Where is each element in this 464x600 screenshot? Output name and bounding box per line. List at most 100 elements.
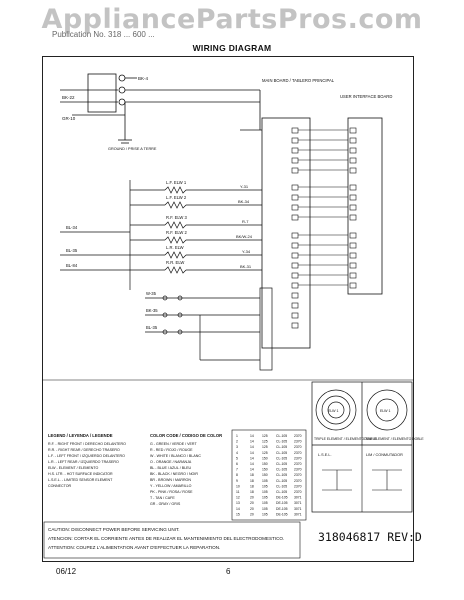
color-code-item: W - WHITE / BLANCO / BLANC: [150, 454, 201, 458]
table-cell: CL-105: [276, 479, 287, 483]
table-cell: 6: [236, 462, 238, 466]
color-code-item: G - GREEN / VERDE / VERT: [150, 442, 197, 446]
page-caption: Publication No. 318 ... 600 ...: [52, 30, 155, 39]
main-board-pins: [291, 127, 299, 329]
element-wire-y31: Y-31: [240, 184, 249, 189]
table-cell: 2: [236, 440, 238, 444]
table-cell: 4: [236, 451, 238, 455]
legend-title: LEGEND / LEYENDA / LEGENDE: [48, 433, 113, 438]
legend-item: CONNECTOR: [48, 484, 71, 488]
element-label-rr-elw: R.R. ELW: [166, 260, 184, 265]
table-cell: 20: [250, 496, 254, 500]
legend-item: R.F. - RIGHT FRONT / DERECHO DELANTERO: [48, 442, 126, 446]
legend-item: L.R. - LEFT REAR / IZQUIERDO TRASERO: [48, 460, 119, 464]
caution-box: [43, 521, 301, 559]
lim-label: LIM / CONMUTADOR: [366, 453, 403, 457]
element-label-rf-elw2: R.F. ELW 2: [166, 230, 188, 235]
legend-item: H.S. LTR. - HOT SURFACE INDICATOR: [48, 472, 113, 476]
color-code-item: GR - GRAY / GRIS: [150, 502, 181, 506]
wire-table-border: [231, 429, 307, 521]
table-cell: 2370: [294, 445, 302, 449]
table-cell: DE-105: [276, 512, 288, 516]
element-label-lr-elw: L.R. ELW: [166, 245, 184, 250]
table-cell: 2370: [294, 434, 302, 438]
table-cell: 150: [262, 473, 268, 477]
table-cell: 2370: [294, 490, 302, 494]
table-cell: 105: [262, 479, 268, 483]
power-supply-plug: [60, 73, 260, 144]
element-lf-elw1: [130, 186, 262, 194]
color-code-item: BK - BLACK / NEGRO / NOIR: [150, 472, 198, 476]
table-cell: 3071: [294, 512, 302, 516]
element-rr-elw: [130, 266, 262, 274]
table-cell: 14: [236, 507, 240, 511]
dual-element-label: DUAL ELEMENT / ELEMENTO DOBLE: [364, 437, 424, 441]
element-wire-y34: Y-34: [242, 249, 251, 254]
table-cell: 2370: [294, 468, 302, 472]
table-cell: 18: [250, 473, 254, 477]
table-cell: 12: [236, 496, 240, 500]
main-board: [240, 90, 311, 349]
table-cell: CL-105: [276, 490, 287, 494]
table-cell: DE-105: [276, 496, 288, 500]
caution-line-es: ATENCION: CORTAR EL CORRIENTE ANTES DE R…: [48, 536, 284, 541]
table-cell: CL-105: [276, 462, 287, 466]
lsel-label: L.S.E.L.: [318, 453, 332, 457]
table-cell: 15: [236, 512, 240, 516]
element-lf-elw2: [130, 201, 262, 209]
limiter-schematics: [322, 445, 402, 512]
caution-line-en: CAUTION: DISCONNECT POWER BEFORE SERVICI…: [48, 527, 180, 532]
element-wire-bk34: BK-34: [238, 199, 250, 204]
table-cell: CL-105: [276, 473, 287, 477]
table-cell: 5: [236, 456, 238, 460]
element-label-lf-elw2: L.F. ELW 2: [166, 195, 187, 200]
table-cell: 14: [250, 468, 254, 472]
diagram-title: WIRING DIAGRAM: [192, 43, 272, 53]
footer-page-number: 6: [226, 567, 231, 576]
footer-date: 06/12: [56, 567, 77, 576]
table-cell: 20: [250, 507, 254, 511]
table-cell: 14: [250, 462, 254, 466]
table-cell: 14: [250, 456, 254, 460]
table-cell: 3071: [294, 501, 302, 505]
table-cell: 2370: [294, 440, 302, 444]
table-cell: 3071: [294, 496, 302, 500]
table-cell: CL-105: [276, 456, 287, 460]
left-bus-wires: [60, 180, 131, 290]
legend-item: L.S.E.L. - LIMITED SENSOR ELEMENT: [48, 478, 113, 482]
left-wire-bl84: BL-84: [66, 263, 78, 268]
element-wire-r7: R-7: [242, 219, 249, 224]
legend-item: ELW - ELEMENT / ELEMENTO: [48, 466, 99, 470]
supply-label-bk4: BK-4: [138, 76, 149, 81]
color-code-item: PK - PINK / ROSA / ROSE: [150, 490, 193, 494]
table-cell: CL-105: [276, 468, 287, 472]
table-cell: 20: [250, 501, 254, 505]
table-cell: 14: [250, 440, 254, 444]
table-cell: 2370: [294, 456, 302, 460]
lower-switch-w35: W-35: [146, 291, 157, 296]
supply-label-bk22: BK-22: [62, 95, 75, 100]
watermark: AppliancePartsPros.com: [41, 4, 423, 35]
table-cell: 125: [262, 445, 268, 449]
table-cell: 2370: [294, 462, 302, 466]
table-cell: 18: [250, 479, 254, 483]
table-cell: 14: [250, 451, 254, 455]
table-cell: 9: [236, 479, 238, 483]
table-cell: DE-105: [276, 501, 288, 505]
table-cell: 7: [236, 468, 238, 472]
diagram-frame: [42, 56, 414, 562]
table-cell: 20: [250, 512, 254, 516]
main-board-label: MAIN BOARD / TABLERO PRINCIPAL: [262, 78, 335, 83]
table-cell: 105: [262, 512, 268, 516]
table-cell: 3: [236, 445, 238, 449]
left-wire-bl35: BL-35: [66, 248, 78, 253]
table-cell: 125: [262, 440, 268, 444]
element-wire-bk31: BK-31: [240, 264, 252, 269]
table-cell: 14: [250, 445, 254, 449]
table-cell: 105: [262, 501, 268, 505]
triple-element-label: TRIPLE ELEMENT / ELEMENTO TRIPLE: [314, 437, 378, 441]
element-lr-elw: [130, 251, 262, 259]
color-code-item: R - RED / ROJO / ROUGE: [150, 448, 193, 452]
table-cell: CL-105: [276, 484, 287, 488]
